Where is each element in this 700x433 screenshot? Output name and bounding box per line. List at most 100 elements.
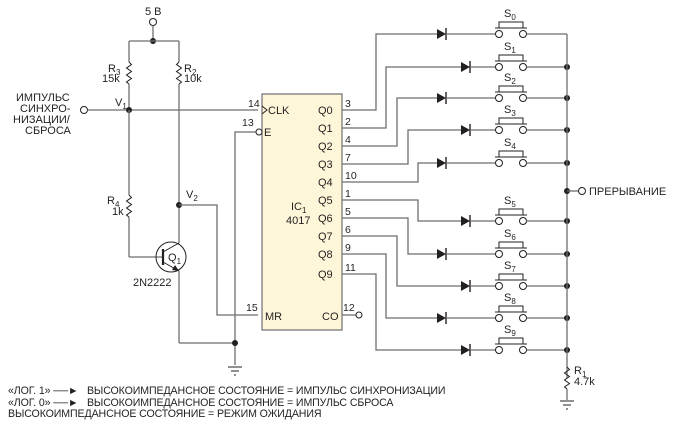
q1-part: 2N2222 xyxy=(133,277,172,289)
channel-1: S1 xyxy=(342,41,570,129)
resistor-r4: R4 1k xyxy=(107,110,163,258)
pushbutton-s9[interactable]: S9 xyxy=(495,324,527,354)
pushbutton-s4[interactable]: S4 xyxy=(495,137,527,167)
pin-num-mr: 15 xyxy=(246,302,258,314)
output-wire xyxy=(342,66,461,129)
output-name-q2: Q2 xyxy=(318,141,333,153)
r1-value: 4.7k xyxy=(574,376,595,388)
interrupt-terminal xyxy=(578,187,586,195)
output-pin-q3: 7 xyxy=(345,152,351,164)
pin-num-e: 13 xyxy=(242,117,254,129)
pin-num-co: 12 xyxy=(343,302,355,314)
output-wire xyxy=(342,253,437,319)
note-high-z: ВЫСОКОИМПЕДАНСНОЕ СОСТОЯНИЕ = РЕЖИМ ОЖИД… xyxy=(8,408,322,420)
diode-icon xyxy=(461,125,470,135)
switch-contact xyxy=(495,314,503,322)
pushbutton-s3[interactable]: S3 xyxy=(495,104,527,134)
ic-ref: IC1 xyxy=(291,201,307,215)
output-name-q4: Q4 xyxy=(318,177,333,189)
output-name-q5: Q5 xyxy=(318,195,333,207)
resistor-r3: R3 15k xyxy=(102,41,133,110)
output-name-q1: Q1 xyxy=(318,123,333,135)
switch-contact xyxy=(519,94,527,102)
r3-ref: R3 xyxy=(108,63,121,77)
output-wire xyxy=(342,217,437,255)
r2-ref: R2 xyxy=(184,63,197,77)
diode-icon xyxy=(437,93,446,103)
pushbutton-icon xyxy=(498,208,524,215)
ic-body xyxy=(261,93,343,331)
ic-part: 4017 xyxy=(286,215,310,227)
output-pin-q7: 6 xyxy=(345,224,351,236)
pin-name-mr: MR xyxy=(265,311,282,323)
output-pin-q0: 3 xyxy=(345,98,351,110)
r3-zigzag xyxy=(125,61,133,85)
output-name-q8: Q8 xyxy=(318,249,333,261)
r4-zigzag xyxy=(125,194,133,218)
switch-contact xyxy=(495,63,503,71)
pushbutton-s5[interactable]: S5 xyxy=(495,195,527,225)
switch-contact xyxy=(519,30,527,38)
pushbutton-icon xyxy=(498,241,524,248)
sync-reset-input: ИМПУЛЬС СИНХРО- НИЗАЦИИ/ СБРОСА V1 xyxy=(13,92,258,137)
switch-label-s9: S9 xyxy=(504,324,516,338)
diode-icon xyxy=(437,158,446,168)
switch-contact xyxy=(495,250,503,258)
switch-label-s0: S0 xyxy=(504,8,516,22)
pushbutton-s8[interactable]: S8 xyxy=(495,292,527,322)
co-terminal xyxy=(355,311,363,319)
channel-2: S2 xyxy=(342,72,570,147)
diode-icon xyxy=(437,29,446,39)
ground-icon xyxy=(560,400,574,410)
clock-triangle-icon xyxy=(261,105,268,115)
switch-contact xyxy=(495,159,503,167)
r1-zigzag xyxy=(563,366,571,390)
pin-name-clk: CLK xyxy=(268,105,290,117)
output-name-q7: Q7 xyxy=(318,231,333,243)
channel-8: S8 xyxy=(342,253,570,324)
switch-contact xyxy=(519,126,527,134)
channel-7: S7 xyxy=(342,235,570,292)
output-wire xyxy=(342,235,461,287)
transistor-body xyxy=(155,241,187,273)
output-wire xyxy=(342,129,461,165)
pin-num-clk: 14 xyxy=(248,98,260,110)
note-logic-0: «ЛОГ. 0» ──► ВЫСОКОИМПЕДАНСНОЕ СОСТОЯНИЕ… xyxy=(8,396,394,409)
pushbutton-icon xyxy=(498,54,524,61)
switch-label-s2: S2 xyxy=(504,72,516,86)
output-pin-q9: 11 xyxy=(345,262,356,274)
switch-label-s5: S5 xyxy=(504,195,516,209)
diode-icon xyxy=(437,313,446,323)
output-pin-q4: 10 xyxy=(345,170,357,182)
switch-label-s1: S1 xyxy=(504,41,516,55)
switch-contact xyxy=(519,159,527,167)
output-pin-q8: 9 xyxy=(345,242,351,254)
r3-value: 15k xyxy=(102,73,120,85)
pushbutton-s2[interactable]: S2 xyxy=(495,72,527,102)
pushbutton-icon xyxy=(498,337,524,344)
pushbutton-s6[interactable]: S6 xyxy=(495,228,527,258)
ic1-4017: IC1 4017 14 CLK 13 E 15 MR CO 12 Q03Q12Q… xyxy=(242,93,363,331)
pushbutton-s7[interactable]: S7 xyxy=(495,260,527,290)
pushbutton-s0[interactable]: S0 xyxy=(495,8,527,38)
pushbutton-icon xyxy=(498,21,524,28)
switch-contact xyxy=(519,314,527,322)
transistor-q1: Q1 2N2222 xyxy=(133,205,187,343)
channel-6: S6 xyxy=(342,217,570,260)
pushbutton-icon xyxy=(498,150,524,157)
input-terminal xyxy=(80,106,88,114)
switch-label-s8: S8 xyxy=(504,292,516,306)
output-pin-q6: 5 xyxy=(345,206,351,218)
pushbutton-s1[interactable]: S1 xyxy=(495,41,527,71)
enable-inversion-bubble xyxy=(255,128,263,136)
output-wire xyxy=(342,273,461,351)
supply-5v: 5 В xyxy=(129,6,179,44)
v2-label: V2 xyxy=(186,189,198,203)
pin-name-e: E xyxy=(264,127,271,139)
v1-label: V1 xyxy=(115,97,127,111)
pushbutton-icon xyxy=(498,117,524,124)
ground-icon xyxy=(228,366,242,376)
pushbutton-icon xyxy=(498,305,524,312)
output-pin-q5: 1 xyxy=(345,188,351,200)
